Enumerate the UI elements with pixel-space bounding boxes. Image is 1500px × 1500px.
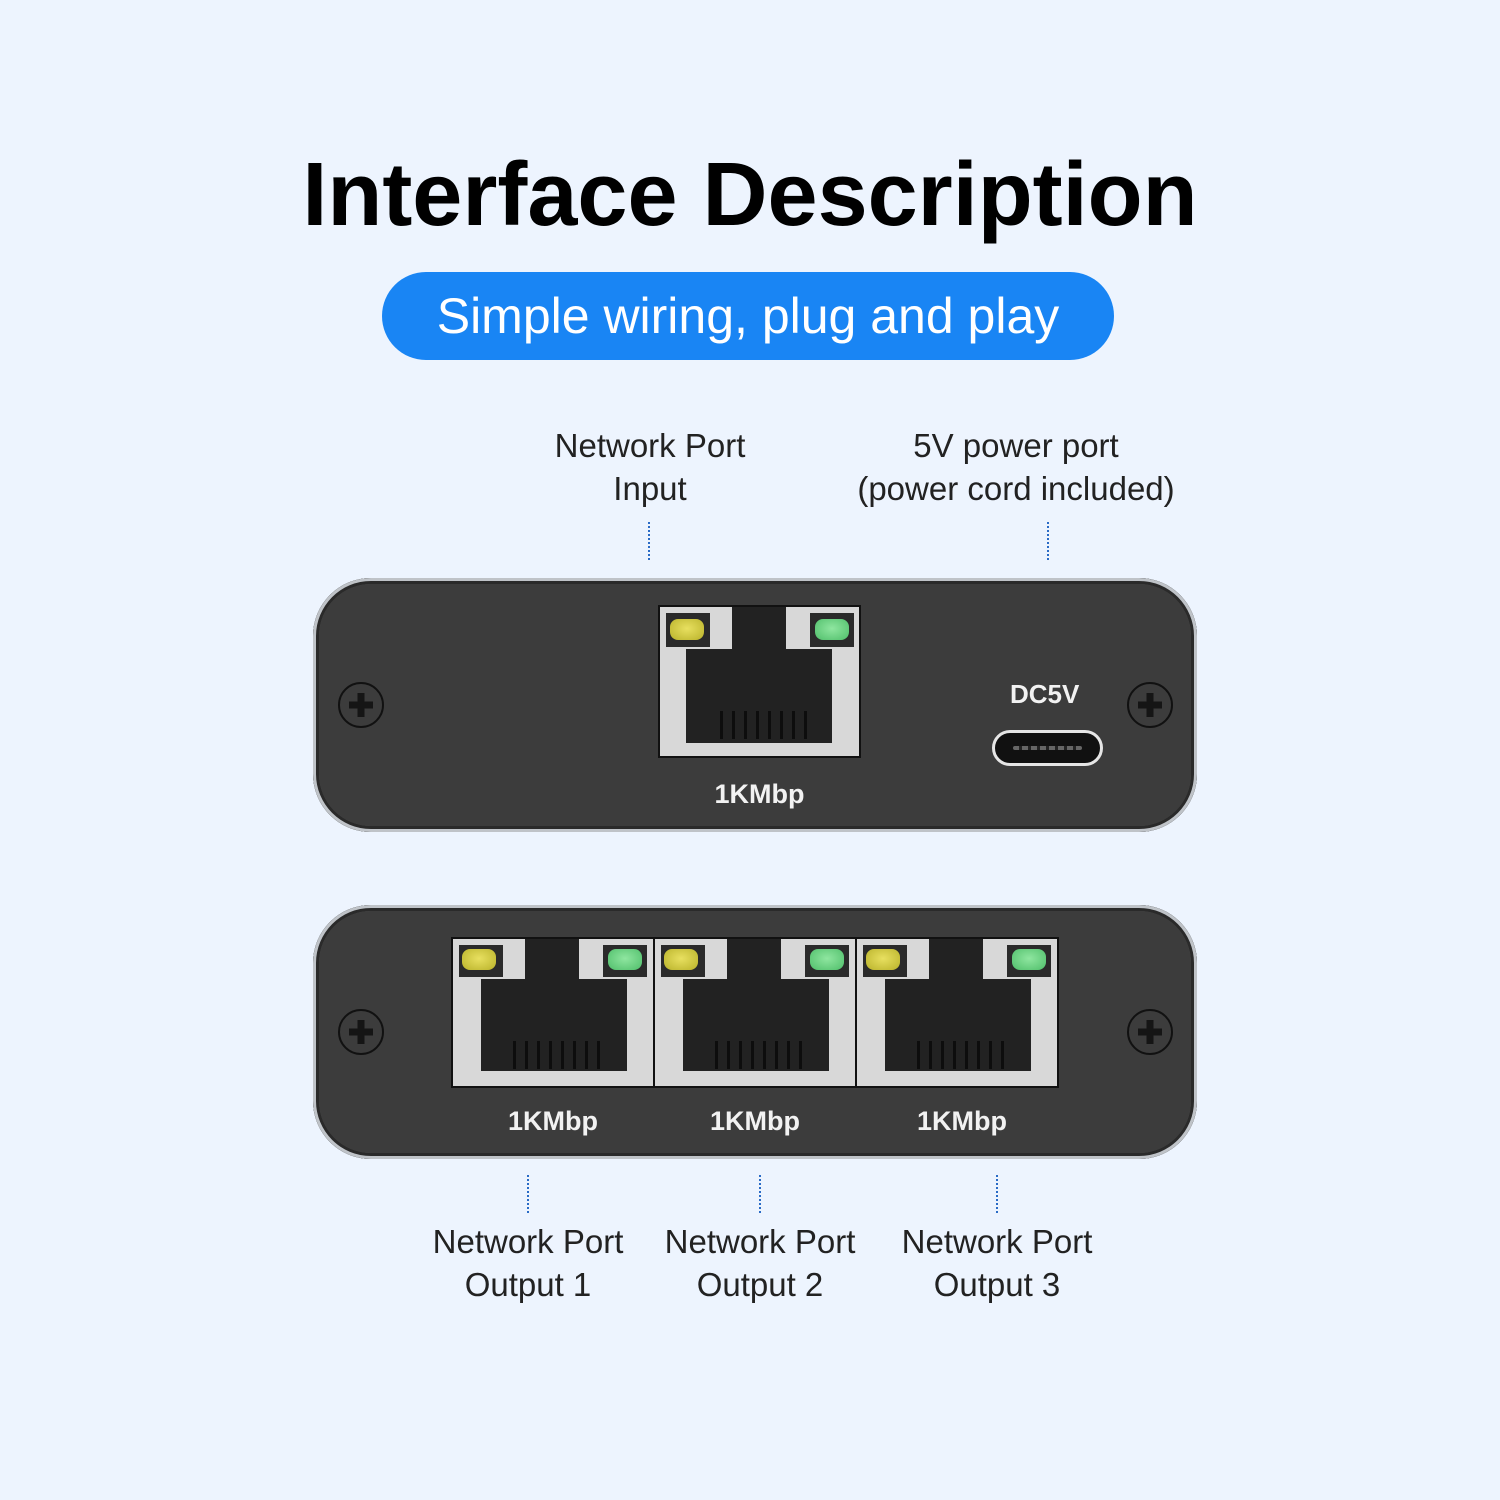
callout-line: Network Port [554,427,746,464]
rj45-cavity [885,979,1031,1071]
rj45-port-output-1[interactable] [451,937,655,1088]
rj45-cavity [481,979,627,1071]
callout-network-output-3: Network Port Output 3 [872,1220,1122,1306]
port-speed-label: 1KMbp [710,1106,800,1136]
callout-network-output-1: Network Port Output 1 [403,1220,653,1306]
callout-line: Input [613,470,687,507]
callout-network-input: Network Port Input [520,424,780,510]
rj45-latch [929,939,983,981]
led-yellow-icon [664,949,698,970]
rj45-latch [525,939,579,981]
callout-line: Network Port [901,1223,1093,1260]
led-green-icon [810,949,844,970]
callout-line: Output 2 [696,1266,824,1303]
device-back-panel: 1KMbp 1KMbp 1KMbp [313,905,1197,1159]
leader-line [996,1175,998,1213]
subtitle-pill: Simple wiring, plug and play [382,272,1114,360]
rj45-pins [720,711,807,739]
usb-c-port-icon[interactable] [992,730,1103,766]
port-speed-label: 1KMbp [917,1106,1007,1136]
led-yellow-icon [462,949,496,970]
screw-icon [338,1009,384,1055]
led-green-icon [815,619,849,640]
port-speed-label: 1KMbp [714,779,805,809]
led-yellow-icon [866,949,900,970]
rj45-port-output-2[interactable] [653,937,857,1088]
callout-line: Network Port [432,1223,624,1260]
callout-line: 5V power port [913,427,1119,464]
callout-line: Network Port [664,1223,856,1260]
page-title: Interface Description [302,145,1198,245]
rj45-port-output-3[interactable] [855,937,1059,1088]
screw-icon [338,682,384,728]
led-green-icon [608,949,642,970]
leader-line [1047,522,1049,560]
rj45-latch [732,607,786,651]
callout-line: Output 1 [464,1266,592,1303]
callout-power-port: 5V power port (power cord included) [830,424,1202,510]
dc5v-label: DC5V [1010,679,1080,709]
leader-line [527,1175,529,1213]
leader-line [759,1175,761,1213]
rj45-pins [513,1041,600,1069]
callout-line: Output 3 [933,1266,1061,1303]
rj45-cavity [683,979,829,1071]
callout-line: (power cord included) [857,470,1175,507]
rj45-pins [715,1041,802,1069]
rj45-port-input[interactable] [658,605,861,758]
rj45-latch [727,939,781,981]
callout-network-output-2: Network Port Output 2 [635,1220,885,1306]
port-speed-label: 1KMbp [508,1106,598,1136]
leader-line [648,522,650,560]
screw-icon [1127,682,1173,728]
screw-icon [1127,1009,1173,1055]
led-yellow-icon [670,619,704,640]
led-green-icon [1012,949,1046,970]
rj45-cavity [686,649,832,743]
rj45-pins [917,1041,1004,1069]
device-front-panel: 1KMbp DC5V [313,578,1197,832]
subtitle-text: Simple wiring, plug and play [436,288,1060,344]
